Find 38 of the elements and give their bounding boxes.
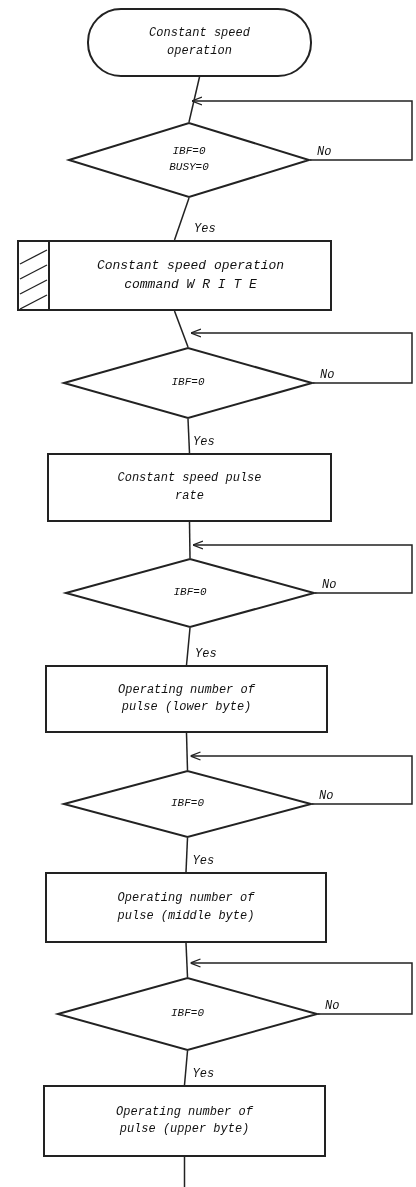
condition-label: BUSY=0 [169,160,209,175]
condition-label: IBF=0 [173,585,207,601]
process-box [47,453,332,522]
arrow [189,751,413,805]
step-label: Constant speed operation [148,25,251,60]
arrow [191,96,413,161]
connector-line [185,942,189,978]
arrow [189,958,413,1015]
step-label: Operating number of pulse (lower byte) [117,681,256,716]
connector-line [188,76,201,123]
step-label: Constant speed pulse rate [116,470,263,505]
decision-diamond [63,770,312,838]
arrow [192,540,413,594]
connector-line [183,1050,189,1086]
connector-line [185,732,189,771]
connector-line [173,310,189,348]
decision-diamond [57,977,318,1051]
arrow [190,328,413,384]
decision-diamond [63,347,313,419]
condition-label: IBF=0 [171,1006,204,1022]
connector-line [188,521,191,559]
connector-line [185,837,189,873]
predefined-process-box [17,240,332,311]
step-label: Operating number of pulse (upper byte) [115,1103,254,1138]
process-box [43,1085,326,1157]
decision-diamond [65,558,315,628]
step-label: Constant speed operation command W R I T E [95,256,286,294]
condition-label: IBF=0 [172,144,206,160]
connector-line [183,1156,186,1187]
step-label: Operating number of pulse (middle byte) [116,890,256,925]
connector-line [187,418,191,454]
process-box [45,872,327,943]
condition-label: IBF=0 [171,375,205,391]
condition-label: IBF=0 [171,796,204,812]
connector-line [185,627,191,666]
decision-diamond [68,122,310,198]
process-box [45,665,328,733]
connector-line [173,197,190,241]
